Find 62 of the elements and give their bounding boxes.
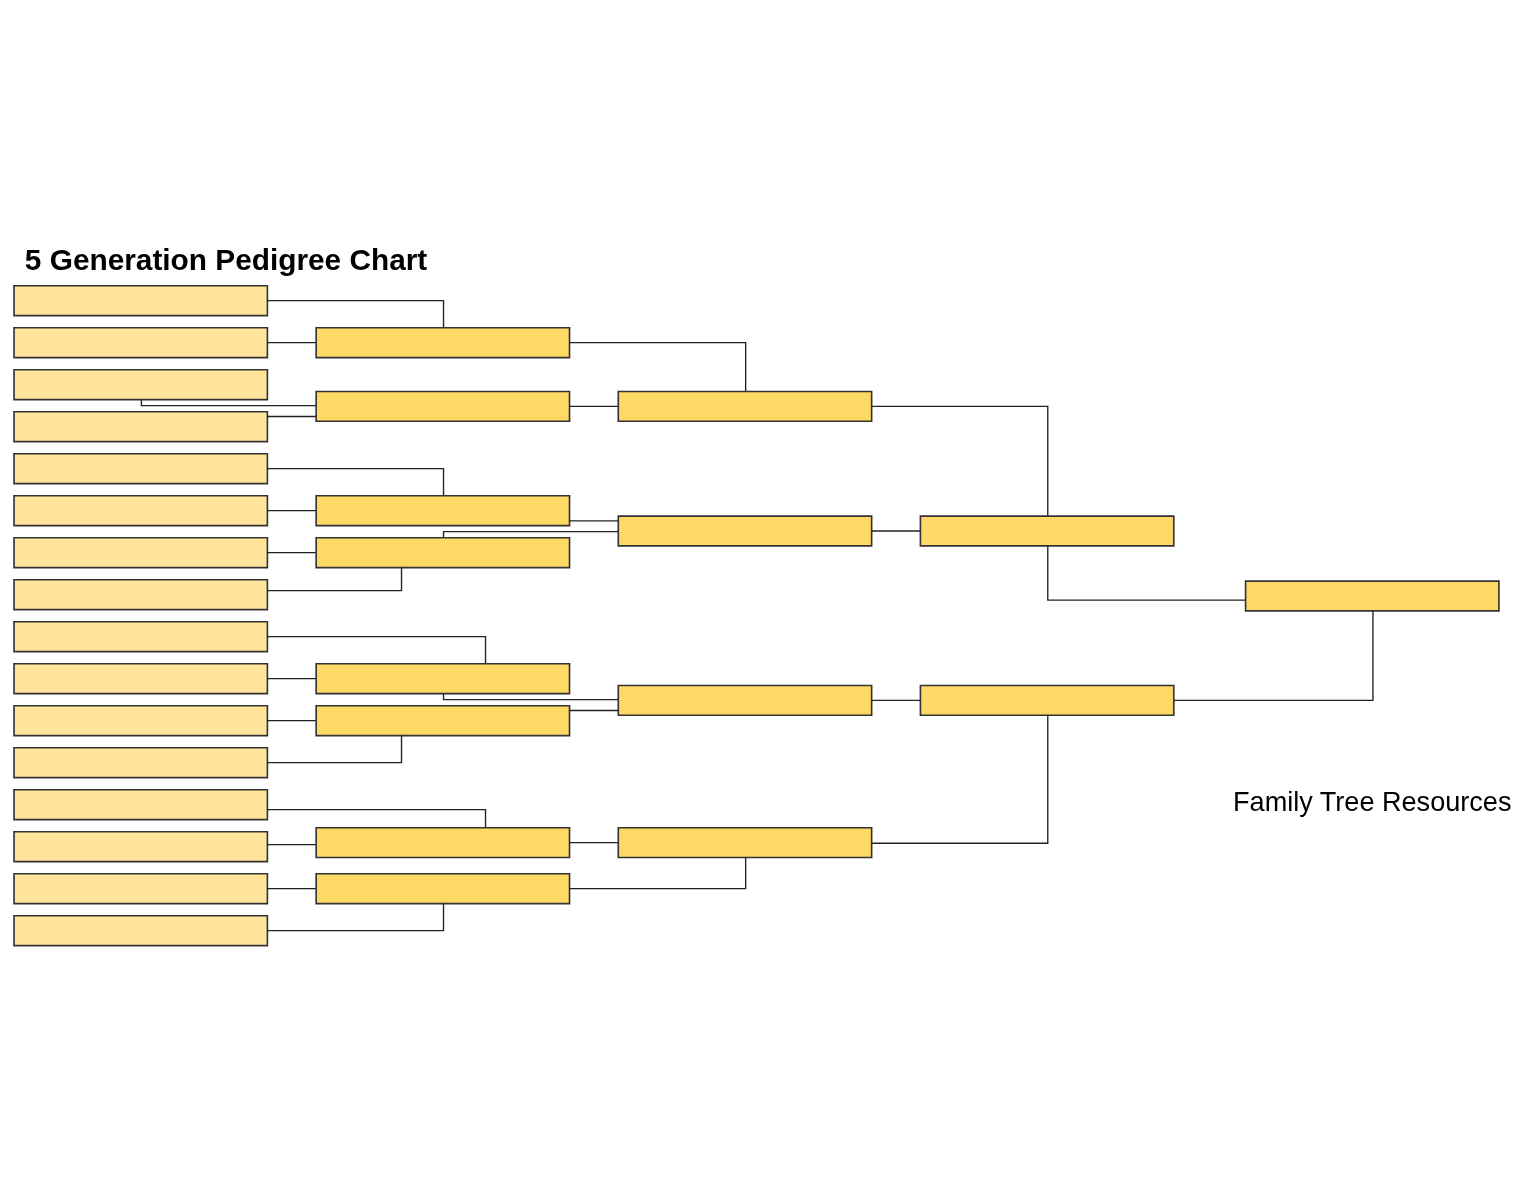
connector xyxy=(140,398,317,406)
connector xyxy=(569,341,747,392)
node-bar xyxy=(13,872,269,904)
node-bar xyxy=(13,746,269,778)
connector xyxy=(267,566,403,591)
node-bar xyxy=(617,826,873,858)
node-bar xyxy=(617,390,873,422)
node-bar xyxy=(315,536,571,568)
node-bar xyxy=(13,662,269,694)
node-bar xyxy=(13,914,269,946)
connector xyxy=(442,530,619,538)
connector xyxy=(871,699,921,701)
connector xyxy=(267,299,445,328)
connector xyxy=(569,856,747,889)
connector xyxy=(871,405,1049,516)
node-bar xyxy=(13,536,269,568)
node-bar xyxy=(315,704,571,736)
node-bar xyxy=(13,284,269,316)
node-bar xyxy=(315,390,571,422)
node-bar xyxy=(13,830,269,862)
node-bar xyxy=(315,826,571,858)
connector xyxy=(1173,609,1374,701)
node-bar xyxy=(919,514,1175,547)
diagram-title: 5 Generation Pedigree Chart xyxy=(24,242,428,276)
label: Family Tree Resources xyxy=(1233,785,1512,817)
connector xyxy=(266,843,317,845)
node-bar xyxy=(1244,579,1500,612)
connector xyxy=(266,341,317,343)
node-bar xyxy=(315,326,571,358)
connector xyxy=(266,887,317,889)
node-bar xyxy=(13,620,269,652)
connector xyxy=(266,719,317,721)
connector xyxy=(266,677,317,679)
node-bar xyxy=(13,494,269,526)
connector xyxy=(1047,544,1247,601)
node-bar xyxy=(919,684,1175,716)
connector xyxy=(267,902,445,931)
connector xyxy=(266,551,317,553)
node-bar xyxy=(13,452,269,484)
node-bar xyxy=(13,578,269,610)
connector xyxy=(442,692,619,700)
node-bar xyxy=(13,368,269,400)
node-bar xyxy=(13,326,269,358)
node-bar xyxy=(315,662,571,694)
connector xyxy=(266,509,317,511)
connector xyxy=(568,519,619,521)
connector xyxy=(266,415,317,417)
connector xyxy=(871,714,1049,844)
connector xyxy=(568,405,619,407)
node-bar xyxy=(315,494,571,526)
connector xyxy=(871,529,921,532)
connector xyxy=(267,734,403,763)
node-bar xyxy=(617,514,873,547)
node-bar xyxy=(315,872,571,904)
node-bar xyxy=(617,684,873,716)
node-bar xyxy=(13,410,269,442)
connector xyxy=(267,467,445,496)
node-bar xyxy=(13,704,269,736)
connector xyxy=(568,709,619,711)
connector xyxy=(266,635,487,664)
connector xyxy=(568,841,619,843)
node-bar xyxy=(13,788,269,820)
